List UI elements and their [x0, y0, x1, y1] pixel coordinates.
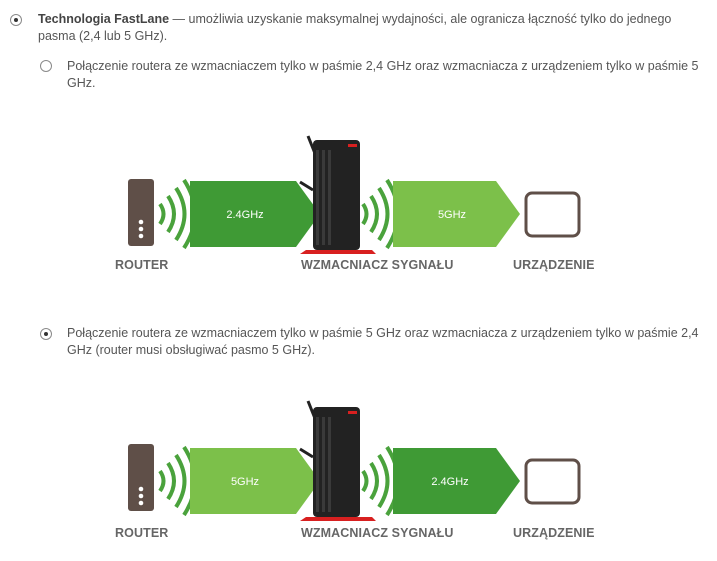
fastlane-diagram-2: 5GHz 2.4GHz [128, 400, 581, 521]
option-5g-2g4-text: Połączenie routera ze wzmacniaczem tylko… [67, 326, 699, 357]
device-icon [524, 191, 581, 238]
radio-selected-dot [44, 332, 48, 336]
signal-waves-right [361, 178, 400, 250]
router-label: ROUTER [115, 526, 169, 540]
band-arrow-right: 5GHz [393, 181, 520, 247]
device-icon [524, 458, 581, 505]
signal-waves-left [158, 178, 197, 250]
router-icon [128, 444, 154, 511]
device-label: URZĄDZENIE [513, 258, 595, 272]
band-label-right: 2.4GHz [431, 476, 468, 488]
fastlane-description: Technologia FastLane — umożliwia uzyskan… [38, 11, 678, 45]
fastlane-radio[interactable] [10, 14, 22, 26]
option-5g-2g4-radio[interactable] [40, 328, 52, 340]
router-label: ROUTER [115, 258, 169, 272]
option-2g4-5g-radio[interactable] [40, 60, 52, 72]
extender-icon [299, 135, 376, 254]
fastlane-diagram-1: 2.4GHz 5GHz [128, 135, 581, 254]
fastlane-title: Technologia FastLane [38, 12, 170, 26]
band-label-left: 2.4GHz [226, 209, 263, 221]
radio-selected-dot [14, 18, 18, 22]
extender-icon [299, 400, 376, 521]
option-2g4-5g-text: Połączenie routera ze wzmacniaczem tylko… [67, 59, 699, 90]
router-icon [128, 179, 154, 246]
fastlane-text: — umożliwia uzyskanie maksymalnej wydajn… [38, 12, 672, 43]
band-label-right: 5GHz [438, 209, 466, 221]
band-arrow-left: 5GHz [190, 448, 320, 514]
device-label: URZĄDZENIE [513, 526, 595, 540]
band-arrow-right: 2.4GHz [393, 448, 520, 514]
signal-waves-left [158, 445, 197, 517]
signal-waves-right [361, 445, 400, 517]
band-arrow-left: 2.4GHz [190, 181, 320, 247]
extender-label: WZMACNIACZ SYGNAŁU [301, 258, 454, 272]
band-label-left: 5GHz [231, 476, 259, 488]
extender-label: WZMACNIACZ SYGNAŁU [301, 526, 454, 540]
